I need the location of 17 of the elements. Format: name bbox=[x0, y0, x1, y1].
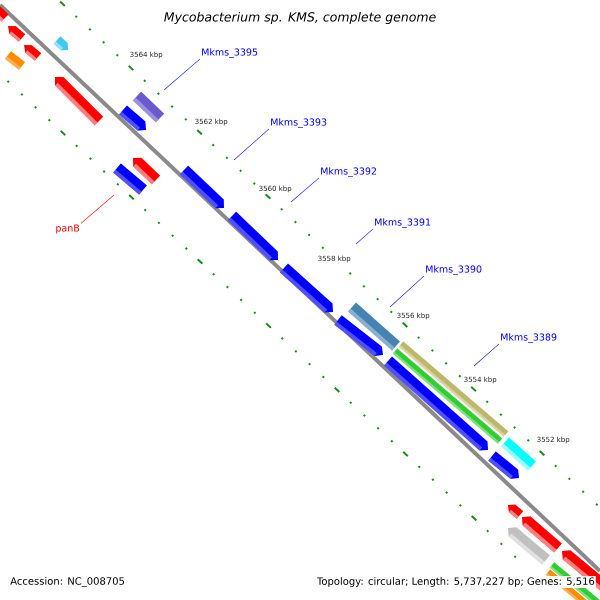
gene-label: Mkms_3393 bbox=[271, 118, 326, 128]
leader-line bbox=[356, 228, 374, 244]
leader-line bbox=[290, 178, 320, 202]
gene-label: Mkms_3392 bbox=[321, 167, 376, 177]
leader-line bbox=[234, 128, 270, 160]
gene-label: Mkms_3389 bbox=[501, 333, 556, 343]
leader-line bbox=[474, 344, 500, 366]
leader-line bbox=[164, 58, 200, 90]
gene-label: Mkms_3390 bbox=[426, 265, 482, 275]
gene-label: panB bbox=[56, 224, 80, 234]
title: Mycobacterium sp. KMS, complete genome bbox=[164, 12, 436, 24]
gene-label: Mkms_3391 bbox=[375, 218, 430, 228]
leader-line bbox=[80, 194, 114, 224]
leader-line bbox=[390, 276, 424, 308]
footer-text: Accession: NC_008705 bbox=[9, 576, 126, 588]
footer-text: Topology: circular; Length: 5,737,227 bp; Genes: 5,516 bbox=[316, 576, 596, 588]
gene-label: Mkms_3395 bbox=[202, 48, 258, 58]
